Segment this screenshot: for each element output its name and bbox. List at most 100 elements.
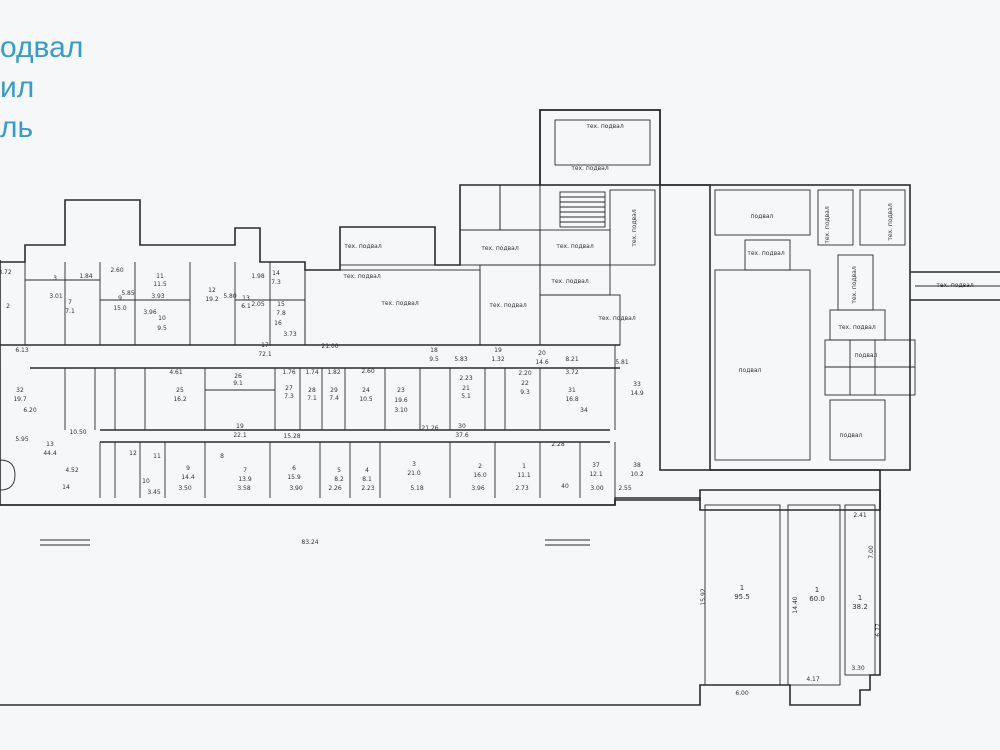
room-dim-B6: 3.90 — [289, 485, 303, 492]
room-number-B2: 2 — [478, 463, 482, 470]
room-number-15a: 15 — [277, 301, 285, 308]
tech-basement-label-0: тех. подвал — [586, 123, 624, 130]
room-dim-12: 5.80 — [223, 293, 237, 300]
room-area-25: 16.2 — [173, 396, 187, 403]
room-number-B11: 11 — [153, 453, 161, 460]
tech-basement-label-3: тех. подвал — [481, 245, 519, 252]
room-dim-B7: 3.58 — [237, 485, 251, 492]
room-number-16a: 16 — [274, 320, 282, 327]
room-number-34: 34 — [580, 407, 588, 414]
room-dim-B40: 2.28 — [551, 441, 565, 448]
dim-corridor-d: 10.50 — [69, 429, 86, 436]
room-dim-29: 1.82 — [327, 369, 341, 376]
room-number-B13: 13 — [46, 441, 54, 448]
room-number-27: 27 — [285, 385, 293, 392]
room-dim-7: 3.01 — [49, 293, 63, 300]
room-number-B30: 30 — [458, 423, 466, 430]
tech-basement-label-5: тех. подвал — [343, 273, 381, 280]
room-area-7: 7.1 — [65, 308, 75, 315]
room-number-B9: 9 — [186, 465, 190, 472]
dim-corridor-b: 21.26 — [421, 425, 438, 432]
room-area-32: 19.7 — [13, 396, 27, 403]
tech-basement-label-9: тех. подвал — [598, 315, 636, 322]
right-basement-wing — [659, 184, 1000, 471]
room-area-B38: 10.2 — [630, 471, 644, 478]
room-number-3: 3 — [53, 275, 57, 282]
room-dim-B2: 3.96 — [471, 485, 485, 492]
room-number-B8: 8 — [220, 453, 224, 460]
annex-width-1: 4.17 — [806, 676, 820, 683]
room-number-5: 1.84 — [79, 273, 93, 280]
room-dim-22: 2.20 — [518, 370, 532, 377]
room-area-33: 14.9 — [630, 390, 644, 397]
room-area-24: 10.5 — [359, 396, 373, 403]
room-area-B6: 15.9 — [287, 474, 301, 481]
room-number-20: 20 — [538, 350, 546, 357]
tech-basement-label-2: тех. подвал — [344, 243, 382, 250]
room-dim-15a: 2.05 — [251, 301, 265, 308]
room-number-7: 7 — [68, 299, 72, 306]
room-number-B14: 14 — [62, 484, 70, 491]
room-dim-B10: 3.45 — [147, 489, 161, 496]
room-number-24: 24 — [362, 387, 370, 394]
annex-area-1: 60.0 — [809, 595, 825, 603]
room-area-20: 14.6 — [535, 359, 549, 366]
room-area-21: 5.1 — [461, 393, 471, 400]
room-area-10: 9.5 — [157, 325, 167, 332]
room-number-B7: 7 — [243, 467, 247, 474]
room-dim-B5: 2.26 — [328, 485, 342, 492]
annex-number-1: 1 — [815, 586, 819, 594]
room-number-2: 2 — [6, 303, 10, 310]
room-number-B6: 6 — [292, 465, 296, 472]
annex-number-0: 1 — [740, 584, 744, 592]
room-dim-21: 2.23 — [459, 375, 473, 382]
room-dim-B14: 4.52 — [65, 467, 79, 474]
room-number-B4: 4 — [365, 467, 369, 474]
room-number-13a: 13 — [242, 295, 250, 302]
room-dim-B1: 2.73 — [515, 485, 529, 492]
dim-corridor-e: 5.83 — [454, 356, 468, 363]
annex-width-2: 3.30 — [851, 665, 865, 672]
room-area-12: 19.2 — [205, 296, 219, 303]
room-number-18: 18 — [430, 347, 438, 354]
room-area-29: 7.4 — [329, 395, 339, 402]
tech-basement-label-6: тех. подвал — [936, 282, 974, 289]
basement-label-2: подвал — [840, 432, 863, 439]
room-number-B10: 10 — [142, 478, 150, 485]
room-number-31: 31 — [568, 387, 576, 394]
room-number-11: 11 — [156, 273, 164, 280]
room-area-22: 9.3 — [520, 389, 530, 396]
tech-basement-label-7: тех. подвал — [747, 250, 785, 257]
annex-area-0: 95.5 — [734, 593, 750, 601]
room-area-B3: 21.0 — [407, 470, 421, 477]
room-area-B37: 12.1 — [589, 471, 603, 478]
room-area-13a: 6.1 — [241, 303, 251, 310]
annex-side-2: 6.77 — [875, 623, 882, 637]
room-dim-B4: 2.23 — [361, 485, 375, 492]
room-number-B12: 12 — [129, 450, 137, 457]
room-area-B4: 8.1 — [362, 476, 372, 483]
legend-line-2: ил — [0, 71, 35, 104]
room-number-25: 25 — [176, 387, 184, 394]
tech-basement-label-7: тех. подвал — [489, 302, 527, 309]
room-dim-2: 3.72 — [0, 269, 12, 276]
room-number-10: 10 — [158, 315, 166, 322]
room-number-19: 19 — [494, 347, 502, 354]
annex-rooms — [704, 504, 876, 686]
annex-area-2: 38.2 — [852, 603, 868, 611]
annex-top-2: 2.41 — [853, 512, 867, 519]
room-dim-B13: 5.95 — [15, 436, 29, 443]
main-building-walls — [0, 109, 881, 706]
dim-total: 83.24 — [301, 539, 318, 546]
room-area-B7: 13.9 — [238, 476, 252, 483]
room-dim-B9: 3.50 — [178, 485, 192, 492]
room-number-B19: 19 — [236, 423, 244, 430]
room-number-28: 28 — [308, 387, 316, 394]
tech-basement-label-vert2: тех. подвал — [887, 203, 894, 241]
room-number-32: 32 — [16, 387, 24, 394]
dim-corridor: 21.00 — [321, 343, 338, 350]
room-area-11: 11.5 — [153, 281, 167, 288]
room-dim-9: 5.85 — [121, 290, 135, 297]
room-area-B1: 11.1 — [517, 472, 531, 479]
room-dim-33: 5.81 — [615, 359, 629, 366]
